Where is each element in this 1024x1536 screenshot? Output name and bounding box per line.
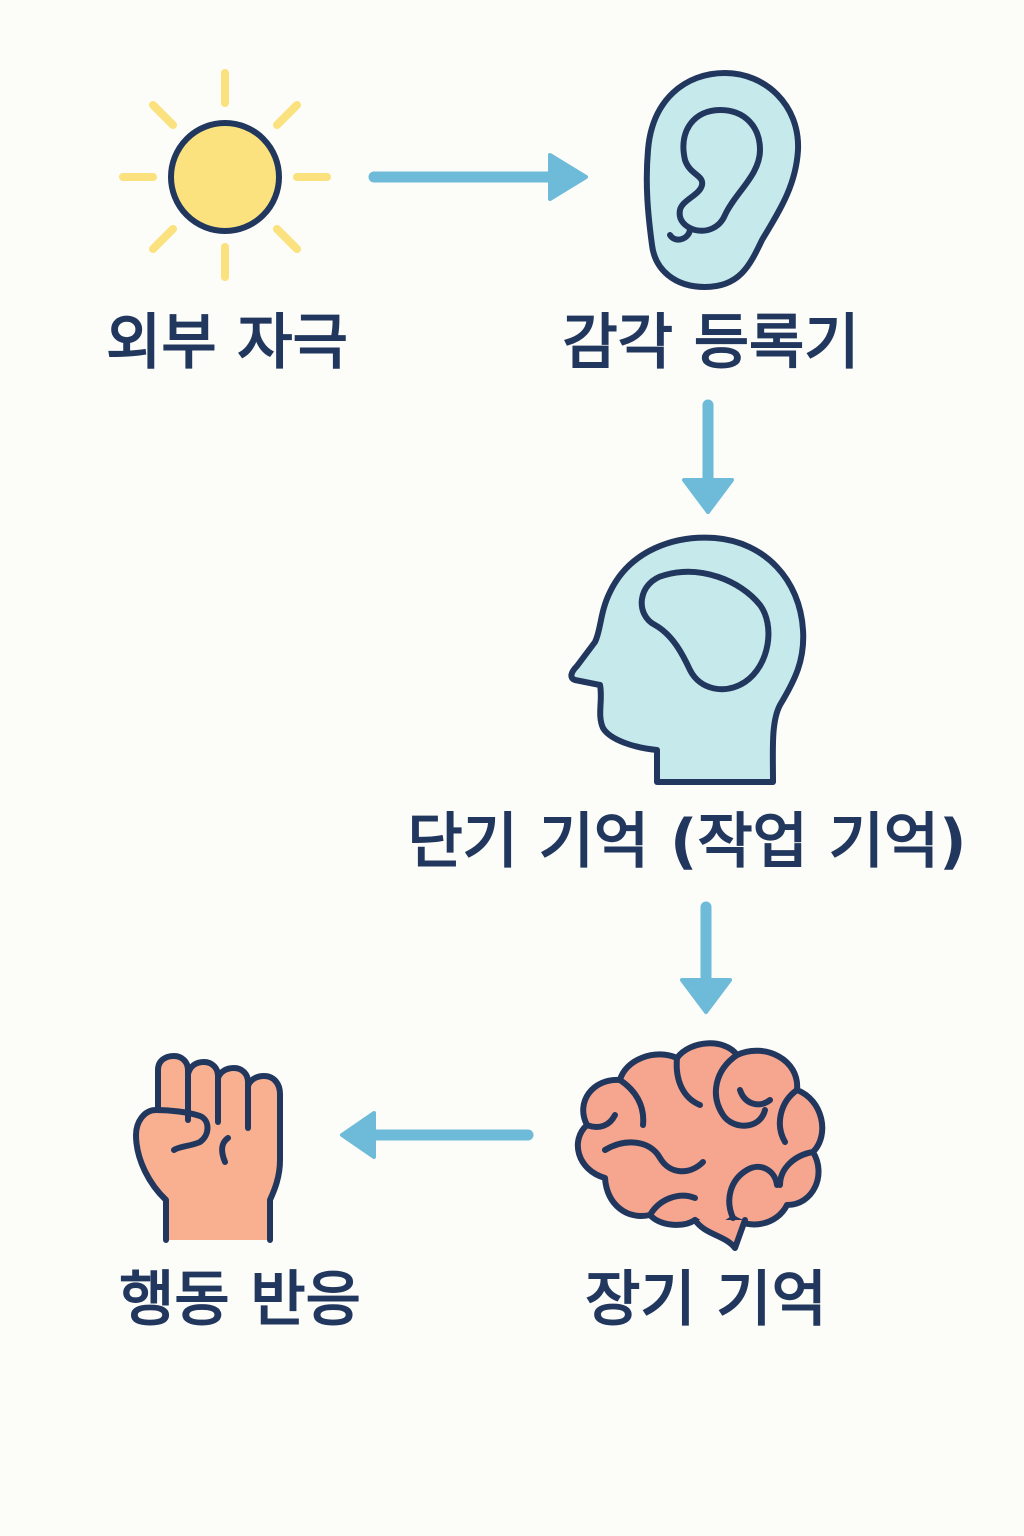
ear-icon xyxy=(643,70,802,290)
brain-icon xyxy=(574,1040,826,1251)
arrow-sensory-to-short-term xyxy=(682,399,734,514)
label-long-term-memory: 장기 기억 xyxy=(585,1265,827,1335)
arrow-stimulus-to-sensory xyxy=(368,153,588,201)
sun-icon xyxy=(119,69,331,281)
label-sensory-register: 감각 등록기 xyxy=(562,308,860,378)
arrow-long-term-to-response xyxy=(340,1111,534,1159)
arrow-short-term-to-long-term xyxy=(680,901,732,1014)
fist-icon xyxy=(133,1053,283,1243)
label-external-stimulus: 외부 자극 xyxy=(106,308,348,378)
head-icon xyxy=(568,534,807,785)
label-behavioral-response: 행동 반응 xyxy=(119,1265,361,1335)
label-short-term-memory: 단기 기억 (작업 기억) xyxy=(407,807,967,877)
